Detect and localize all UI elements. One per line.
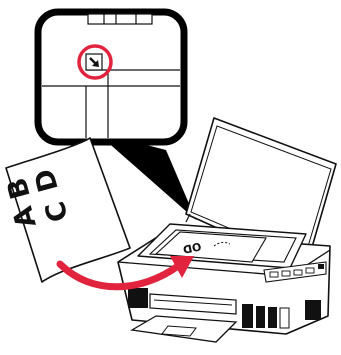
corner-alignment-arrow-icon <box>86 54 102 70</box>
zoom-callout-frame <box>38 12 184 142</box>
original-document: A B C D <box>1 138 130 282</box>
left-side-tank <box>128 288 148 308</box>
zoom-callout <box>38 12 184 142</box>
